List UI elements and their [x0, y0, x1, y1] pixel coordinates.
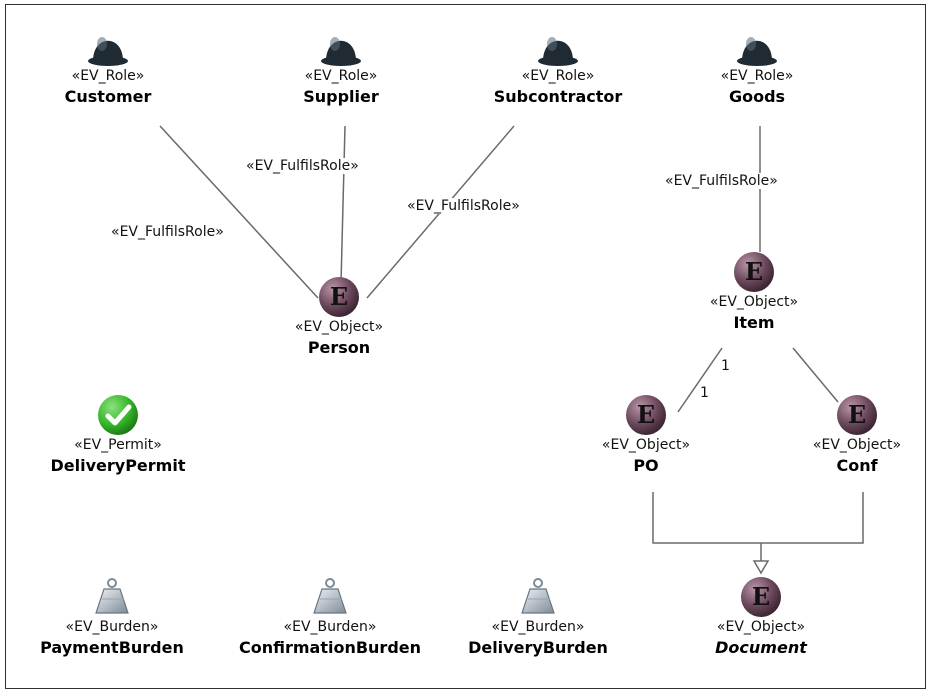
node-name: Customer	[64, 87, 152, 106]
node-name: Conf	[836, 456, 878, 475]
edge-label-supplier-person: «EV_FulfilsRole»	[246, 158, 359, 174]
node-name: DeliveryBurden	[468, 638, 608, 657]
node-stereotype: «EV_Burden»	[491, 619, 585, 635]
node-document[interactable]: E «EV_Object» Document	[661, 575, 861, 658]
node-name: Subcontractor	[493, 87, 623, 106]
edge-po-document[interactable]	[652, 492, 761, 544]
svg-text:E: E	[330, 282, 348, 311]
node-name: PO	[633, 456, 659, 475]
entity-e-icon: E	[626, 395, 666, 435]
node-name: Goods	[728, 87, 786, 106]
node-name: Person	[307, 338, 371, 357]
node-supplier[interactable]: «EV_Role» Supplier	[241, 24, 441, 107]
node-delivery-burden[interactable]: «EV_Burden» DeliveryBurden	[438, 575, 638, 658]
node-stereotype: «EV_Burden»	[283, 619, 377, 635]
svg-text:E: E	[752, 582, 770, 611]
node-stereotype: «EV_Object»	[294, 319, 384, 335]
node-confirmation-burden[interactable]: «EV_Burden» ConfirmationBurden	[230, 575, 430, 658]
bowler-hat-icon	[737, 37, 777, 66]
edge-label-customer-person: «EV_FulfilsRole»	[111, 224, 224, 240]
node-person[interactable]: E «EV_Object» Person	[239, 275, 439, 358]
svg-text:E: E	[848, 400, 866, 429]
node-stereotype: «EV_Role»	[521, 68, 595, 84]
diagram-frame	[5, 4, 926, 689]
node-stereotype: «EV_Object»	[601, 437, 691, 453]
node-delivery-permit[interactable]: «EV_Permit» DeliveryPermit	[18, 393, 218, 476]
bowler-hat-icon	[538, 37, 578, 66]
node-name: Document	[715, 638, 807, 657]
multiplicity-item-end: 1	[721, 358, 730, 374]
node-stereotype: «EV_Role»	[720, 68, 794, 84]
weight-icon	[95, 578, 129, 614]
node-customer[interactable]: «EV_Role» Customer	[8, 24, 208, 107]
bowler-hat-icon	[88, 37, 128, 66]
entity-e-icon: E	[741, 577, 781, 617]
node-goods[interactable]: «EV_Role» Goods	[657, 24, 857, 107]
node-name: ConfirmationBurden	[238, 638, 422, 657]
svg-text:E: E	[637, 400, 655, 429]
node-stereotype: «EV_Object»	[716, 619, 806, 635]
svg-text:E: E	[745, 257, 763, 286]
edge-customer-person[interactable]	[159, 125, 319, 299]
node-stereotype: «EV_Role»	[71, 68, 145, 84]
weight-icon	[313, 578, 347, 614]
node-po[interactable]: E «EV_Object» PO	[546, 393, 746, 476]
node-name: PaymentBurden	[40, 638, 184, 657]
edge-conf-document[interactable]	[761, 492, 864, 544]
entity-e-icon: E	[837, 395, 877, 435]
entity-e-icon: E	[734, 252, 774, 292]
edge-label-subcontractor-person: «EV_FulfilsRole»	[407, 198, 520, 214]
node-stereotype: «EV_Object»	[709, 294, 799, 310]
edge-item-po[interactable]	[677, 347, 723, 413]
edge-supplier-person[interactable]	[340, 125, 346, 284]
node-subcontractor[interactable]: «EV_Role» Subcontractor	[458, 24, 658, 107]
node-stereotype: «EV_Permit»	[74, 437, 162, 453]
node-name: Item	[733, 313, 775, 332]
multiplicity-po-end: 1	[700, 385, 709, 401]
edge-item-conf[interactable]	[792, 347, 839, 403]
node-item[interactable]: E «EV_Object» Item	[654, 250, 854, 333]
node-stereotype: «EV_Role»	[304, 68, 378, 84]
weight-icon	[521, 578, 555, 614]
node-stereotype: «EV_Burden»	[65, 619, 159, 635]
node-payment-burden[interactable]: «EV_Burden» PaymentBurden	[12, 575, 212, 658]
entity-e-icon: E	[319, 277, 359, 317]
node-name: Supplier	[303, 87, 379, 106]
node-name: DeliveryPermit	[50, 456, 186, 475]
node-conf[interactable]: E «EV_Object» Conf	[757, 393, 934, 476]
edge-label-goods-item: «EV_FulfilsRole»	[665, 173, 778, 189]
bowler-hat-icon	[321, 37, 361, 66]
green-check-icon	[98, 395, 138, 435]
generalization-arrowhead	[752, 560, 770, 575]
node-stereotype: «EV_Object»	[812, 437, 902, 453]
